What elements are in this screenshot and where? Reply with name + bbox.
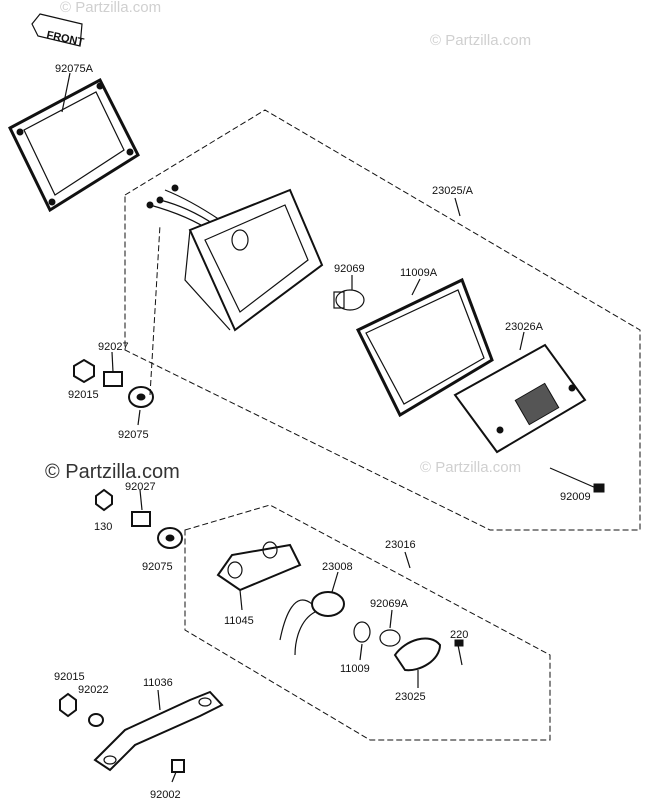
label-23016: 23016 xyxy=(385,539,416,551)
label-92015-upper: 92015 xyxy=(68,389,99,401)
leader-23008 xyxy=(331,571,339,593)
label-11009A: 11009A xyxy=(400,267,438,279)
label-92069: 92069 xyxy=(334,263,365,275)
leader-92027-lower xyxy=(139,489,143,511)
lens-23025 xyxy=(393,637,442,672)
label-92027-upper: 92027 xyxy=(98,341,129,353)
nut-92015-upper xyxy=(73,358,95,384)
bracket-11045 xyxy=(216,541,302,592)
seal-11009 xyxy=(353,621,371,643)
label-92015-lower: 92015 xyxy=(54,671,85,683)
assembly-box-23025A xyxy=(124,109,641,531)
label-92002: 92002 xyxy=(150,789,181,801)
front-arrow-icon: FRONT xyxy=(31,13,85,49)
dash-leader-92075-upper xyxy=(149,224,161,396)
leader-92075A xyxy=(61,72,71,113)
label-92022: 92022 xyxy=(78,684,109,696)
label-130: 130 xyxy=(94,521,112,533)
bracket-11036 xyxy=(93,690,224,772)
bulb-92069A xyxy=(379,629,401,647)
label-23026A: 23026A xyxy=(505,321,544,333)
screw-92009 xyxy=(549,467,605,493)
assembly-box-23016 xyxy=(184,504,551,741)
grommet-92075-lower xyxy=(157,527,183,549)
label-23008: 23008 xyxy=(322,561,353,573)
socket-23008 xyxy=(279,591,345,656)
lens-23026A xyxy=(453,343,587,454)
washer-92022 xyxy=(88,713,104,727)
label-23025A: 23025/A xyxy=(432,185,474,197)
gasket-92075A xyxy=(8,77,140,213)
leader-92027-upper xyxy=(111,351,114,373)
label-23025: 23025 xyxy=(395,691,426,703)
leader-92075-upper xyxy=(137,409,141,426)
front-label: FRONT xyxy=(45,29,85,49)
screw-220 xyxy=(454,639,464,666)
leader-11045 xyxy=(239,589,243,611)
leader-11009A xyxy=(411,278,421,296)
leader-11009 xyxy=(359,643,363,661)
label-92027-lower: 92027 xyxy=(125,481,156,493)
watermark-top-right: © Partzilla.com xyxy=(430,32,531,49)
label-11009: 11009 xyxy=(340,663,370,675)
leader-92069A xyxy=(389,609,393,629)
label-92075-upper: 92075 xyxy=(118,429,149,441)
leader-23025A xyxy=(454,197,461,217)
label-11036: 11036 xyxy=(143,677,173,689)
bolt-130 xyxy=(95,488,113,512)
leader-23016 xyxy=(404,551,411,569)
watermark-center: © Partzilla.com xyxy=(45,461,180,483)
collar-92027-upper xyxy=(103,371,123,387)
nut-92015-lower xyxy=(59,692,77,718)
label-92075A: 92075A xyxy=(55,63,94,75)
label-11045: 11045 xyxy=(224,615,254,627)
watermark-mid-right: © Partzilla.com xyxy=(420,459,521,476)
collar-92027-lower xyxy=(131,511,151,527)
leader-23026A xyxy=(519,331,525,351)
bolt-92002 xyxy=(171,759,185,783)
watermark-top: © Partzilla.com xyxy=(60,0,161,16)
bulb-92069 xyxy=(333,289,365,311)
wire-harness xyxy=(146,184,221,233)
label-220: 220 xyxy=(450,629,468,641)
gasket-11009A xyxy=(355,277,494,418)
label-92075-lower: 92075 xyxy=(142,561,173,573)
label-92069A: 92069A xyxy=(370,598,409,610)
grommet-92075-upper xyxy=(128,386,154,408)
leader-11036 xyxy=(157,689,161,711)
label-92009: 92009 xyxy=(560,491,591,503)
lamp-housing xyxy=(184,188,324,332)
